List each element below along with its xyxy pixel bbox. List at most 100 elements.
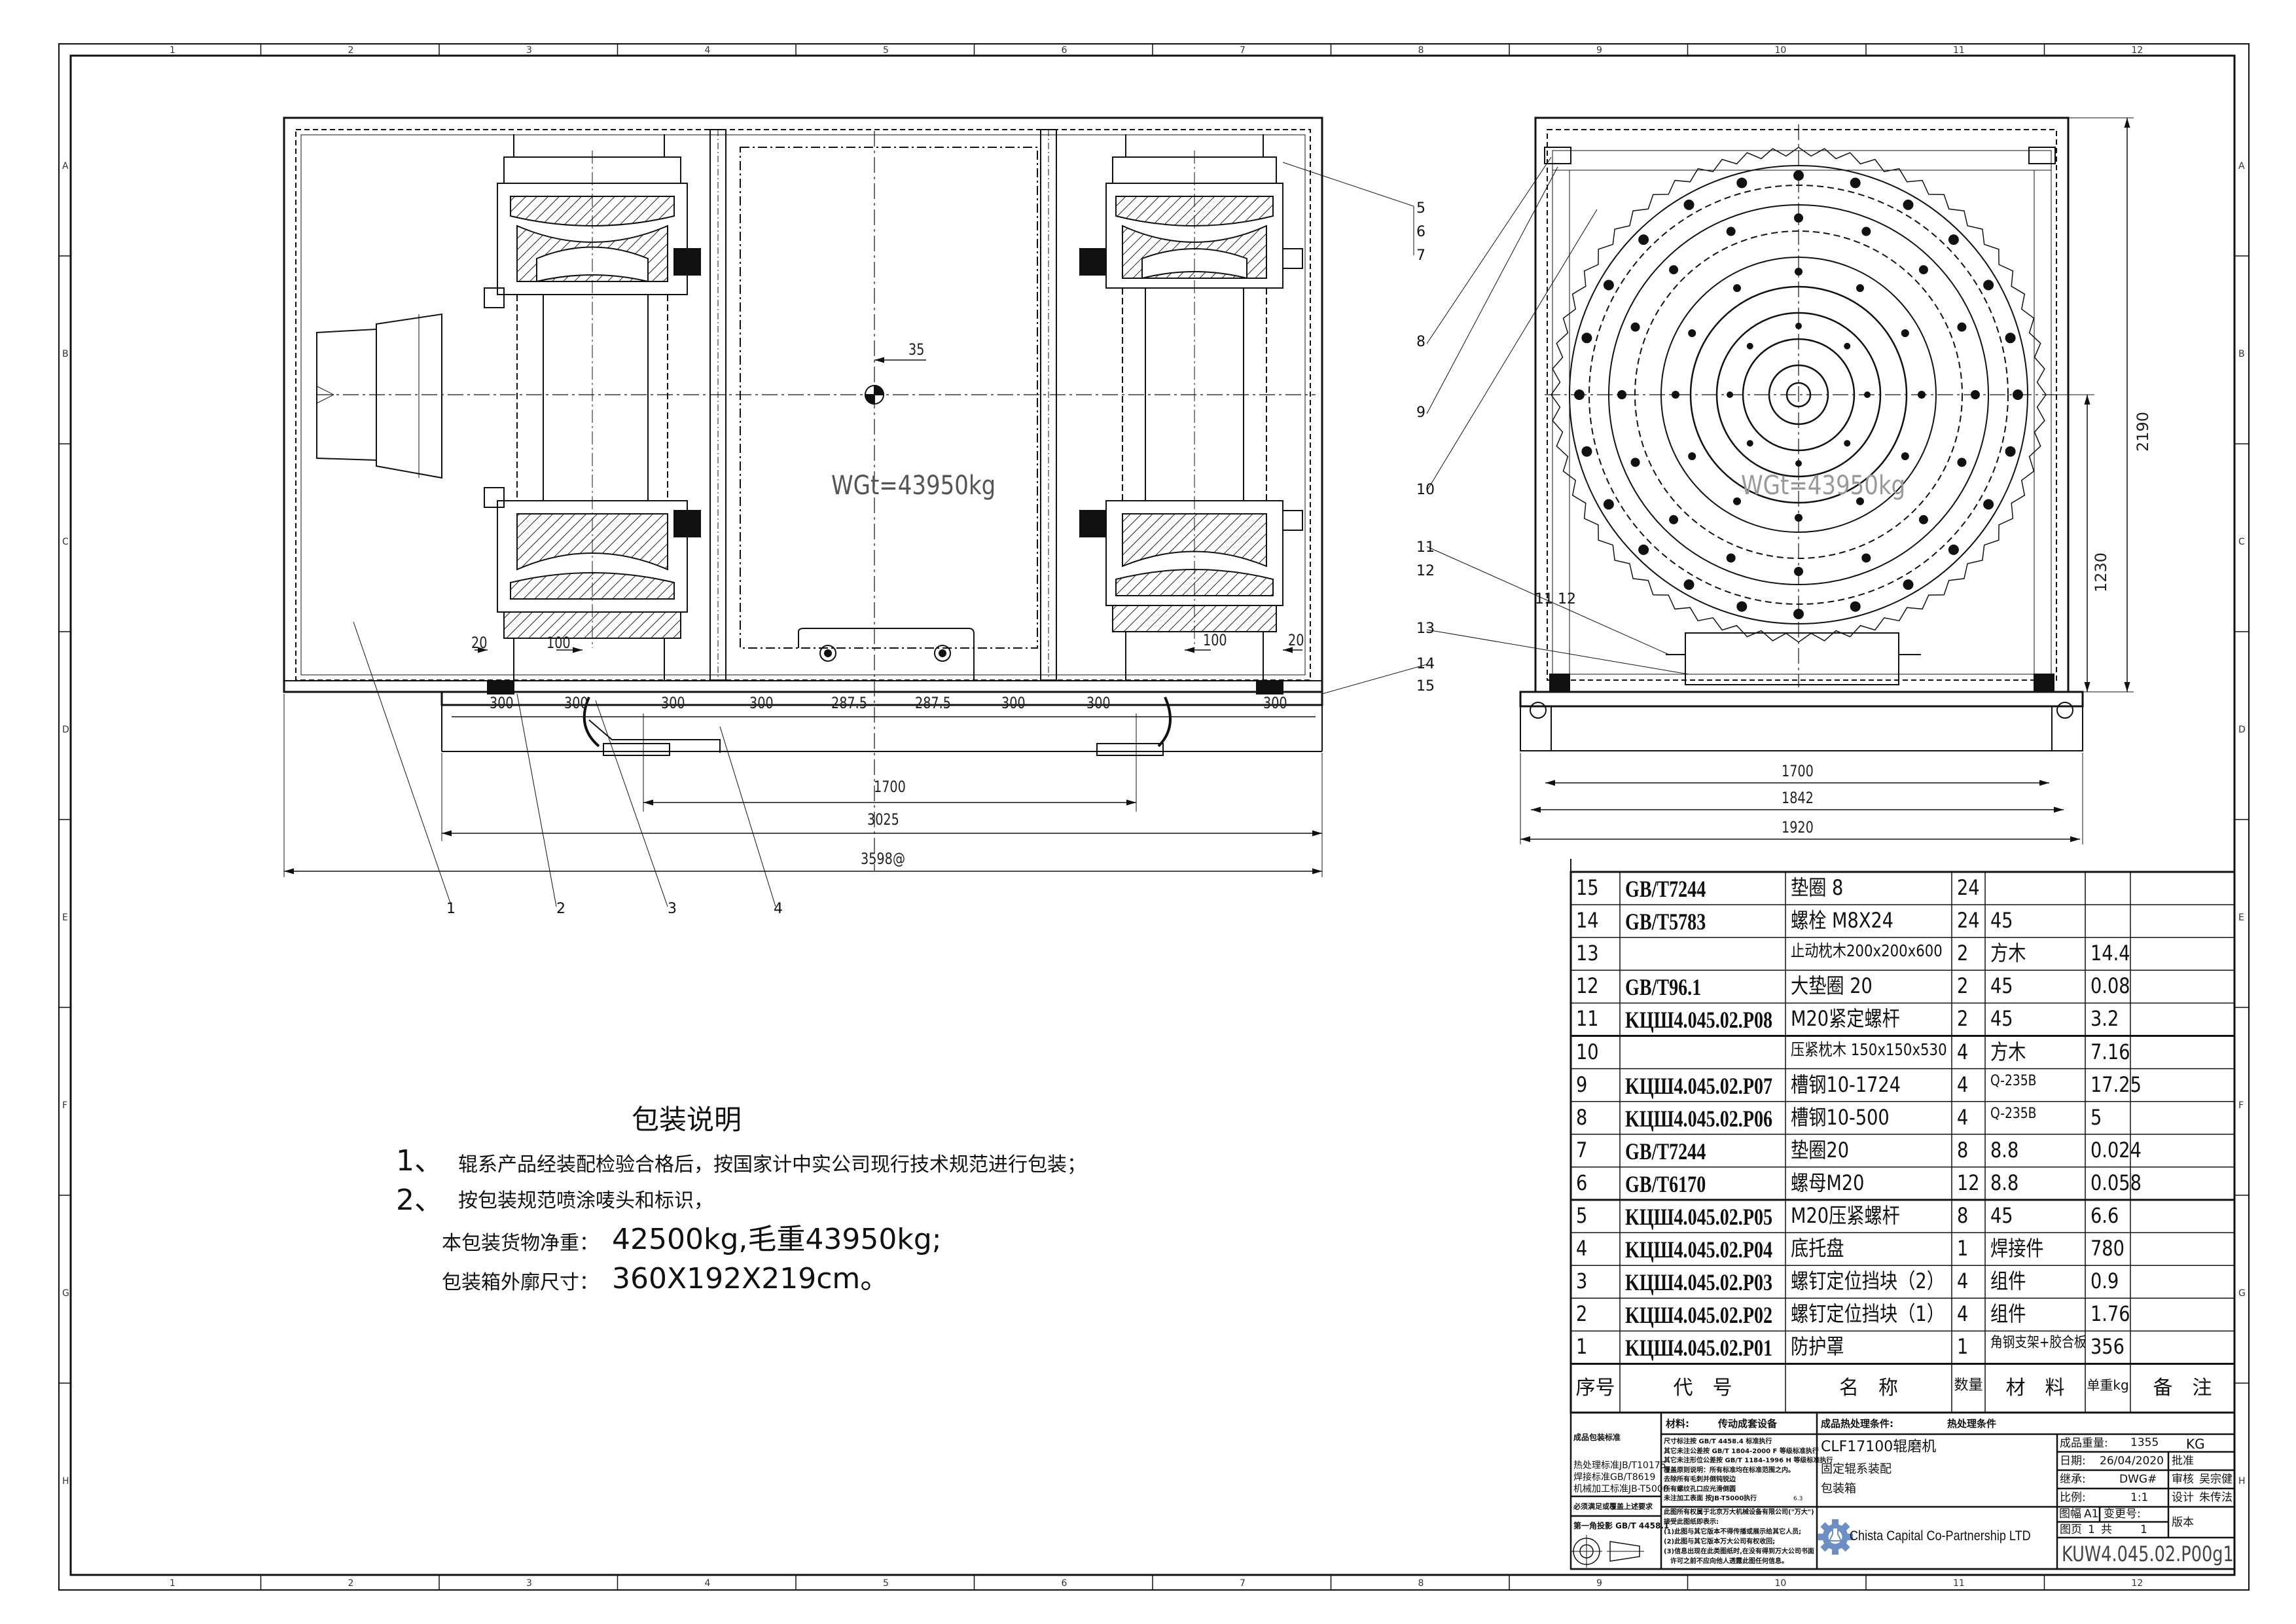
packaging-standard: 成品包装标准 [1573, 1433, 1621, 1442]
copyright-line: 许可之前不应向他人透露此图任何信息。 [1670, 1558, 1788, 1565]
bom-unit-weight: 0.9 [2090, 1269, 2119, 1294]
design-name: 朱传法 [2199, 1491, 2233, 1504]
company-logo-gear-icon [1818, 1519, 1853, 1555]
review-label: 审核 [2172, 1473, 2194, 1486]
bom-qty: 1 [1957, 1334, 1969, 1360]
callout-number: 8 [1416, 334, 1426, 350]
bom-header-unit-weight: 单重kg [2087, 1377, 2129, 1393]
bom-qty: 4 [1957, 1039, 1969, 1064]
grid-row-label: H [62, 1476, 69, 1487]
callout-number: 4 [774, 901, 783, 917]
front-weight-label: WGt=43950kg [831, 471, 996, 501]
date-value: 26/04/2020 [2100, 1454, 2164, 1468]
material-value: 传动成套设备 [1718, 1418, 1778, 1430]
side-dim-1700: 1700 [1782, 762, 1814, 780]
bom-qty: 2 [1957, 1006, 1969, 1032]
grid-column-label: 1 [170, 1578, 175, 1589]
base-dim-label: 287.5 [831, 694, 867, 712]
grid-row-label: E [62, 912, 68, 923]
machining-standard: 机械加工标准JB-T5000 [1573, 1484, 1669, 1494]
grid-column-label: 6 [1061, 1578, 1067, 1589]
bom-qty: 24 [1957, 908, 1980, 933]
bom-no: 3 [1576, 1269, 1588, 1294]
bom-material: 组件 [1990, 1269, 2026, 1294]
callout-number: 7 [1416, 247, 1426, 264]
note-1-text: 辊系产品经装配检验合格后，按国家计中实公司现行技术规范进行包装； [458, 1153, 1086, 1176]
side-dimensions [1520, 117, 2134, 844]
product-line-1: CLF17100辊磨机 [1821, 1439, 1937, 1455]
base-dim-label: 300 [1263, 694, 1287, 712]
grid-column-label: 10 [1774, 1578, 1787, 1589]
grid-row-label: E [2238, 912, 2244, 923]
bom-name: 大垫圈 20 [1791, 973, 1873, 999]
bom-no: 6 [1576, 1170, 1588, 1195]
callout-number: 15 [1416, 678, 1435, 695]
date-label: 日期: [2060, 1454, 2086, 1468]
offset-dim: 35 [908, 340, 925, 359]
side-dim-1920: 1920 [1782, 818, 1814, 837]
grid-row-label: B [2238, 349, 2245, 359]
sheet-size-value: A1 [2084, 1507, 2099, 1521]
callout-number: 10 [1416, 482, 1435, 498]
bom-unit-weight: 1.76 [2090, 1301, 2130, 1327]
right-roll-assembly [1079, 134, 1303, 681]
bom-code: GB/T5783 [1625, 909, 1706, 935]
grid-column-label: 12 [2131, 45, 2144, 56]
grid-column-label: 4 [704, 45, 711, 56]
bom-no: 13 [1576, 941, 1599, 966]
bom-code: GB/T6170 [1625, 1170, 1706, 1197]
heat-treatment-label: 成品热处理条件: [1821, 1418, 1893, 1430]
bom-no: 1 [1576, 1334, 1588, 1360]
bom-code: KЦШ4.045.02.P02 [1625, 1302, 1773, 1329]
grid-column-label: 8 [1418, 45, 1424, 56]
total-label: 共 [2101, 1523, 2112, 1536]
material-label: 材料: [1666, 1418, 1689, 1430]
scale-value: 1:1 [2130, 1491, 2149, 1504]
callout-number: 14 [1416, 656, 1435, 672]
bom-code: KЦШ4.045.02.P04 [1625, 1236, 1773, 1263]
front-leaders [353, 621, 776, 907]
base-dim-label: 300 [490, 694, 514, 712]
grid-row-label: A [2238, 161, 2245, 171]
bom-qty: 4 [1957, 1301, 1969, 1327]
roll-end-face [1551, 147, 2047, 643]
base-dim-label: 300 [564, 694, 588, 712]
grid-column-label: 3 [526, 1578, 532, 1589]
grid-column-label: 2 [348, 45, 354, 56]
grid-row-label: F [2238, 1100, 2244, 1111]
grid-column-label: 9 [1596, 1578, 1602, 1589]
bom-header-material: 材 料 [2005, 1376, 2065, 1399]
bom-qty: 4 [1957, 1104, 1969, 1130]
callout-number: 5 [1416, 200, 1426, 217]
side-dim-1842: 1842 [1782, 789, 1814, 807]
dim-1700: 1700 [874, 778, 906, 796]
bom-material: 45 [1990, 1006, 2013, 1032]
note-1-number: 1、 [396, 1144, 443, 1178]
bom-unit-weight: 14.4 [2090, 941, 2130, 966]
side-dim-2190: 2190 [2134, 411, 2152, 452]
bom-no: 9 [1576, 1072, 1588, 1097]
copyright-line: 此图所有权属于北京万大机械设备有限公司("万大") [1664, 1509, 1814, 1516]
bom-unit-weight: 7.16 [2090, 1039, 2130, 1064]
bom-material: 角钢支架+胶合板 [1990, 1335, 2087, 1352]
roughness-symbol: 6.3 [1793, 1496, 1803, 1502]
base-pallet [440, 680, 1323, 756]
page-label: 图页 [2060, 1523, 2082, 1536]
tolerance-note: 其它未注形位公差按 GB/T 1184-1996 H 等级标准执行 [1664, 1457, 1833, 1464]
weight-value: 42500kg,毛重43950kg; [612, 1223, 942, 1256]
weight-value: 1355 [2130, 1436, 2159, 1449]
bom-material: Q-235B [1990, 1105, 2037, 1122]
tolerance-note: 去除所有毛刺并倒钝锐边 [1664, 1476, 1736, 1483]
grid-row-label: G [62, 1288, 69, 1299]
bom-code: GB/T7244 [1625, 876, 1706, 902]
bom-name: 底托盘 [1791, 1236, 1844, 1261]
grid-row-label: G [2238, 1288, 2246, 1299]
dim-100-right: 100 [1203, 631, 1227, 649]
product-line-3: 包装箱 [1821, 1482, 1856, 1496]
bom-material: 45 [1990, 973, 2013, 999]
bom-qty: 1 [1957, 1236, 1969, 1261]
dim-3598: 3598@ [861, 850, 906, 868]
version-label: 版本 [2172, 1516, 2194, 1529]
bom-material: 45 [1990, 1203, 2013, 1228]
grid-column-label: 6 [1061, 45, 1067, 56]
